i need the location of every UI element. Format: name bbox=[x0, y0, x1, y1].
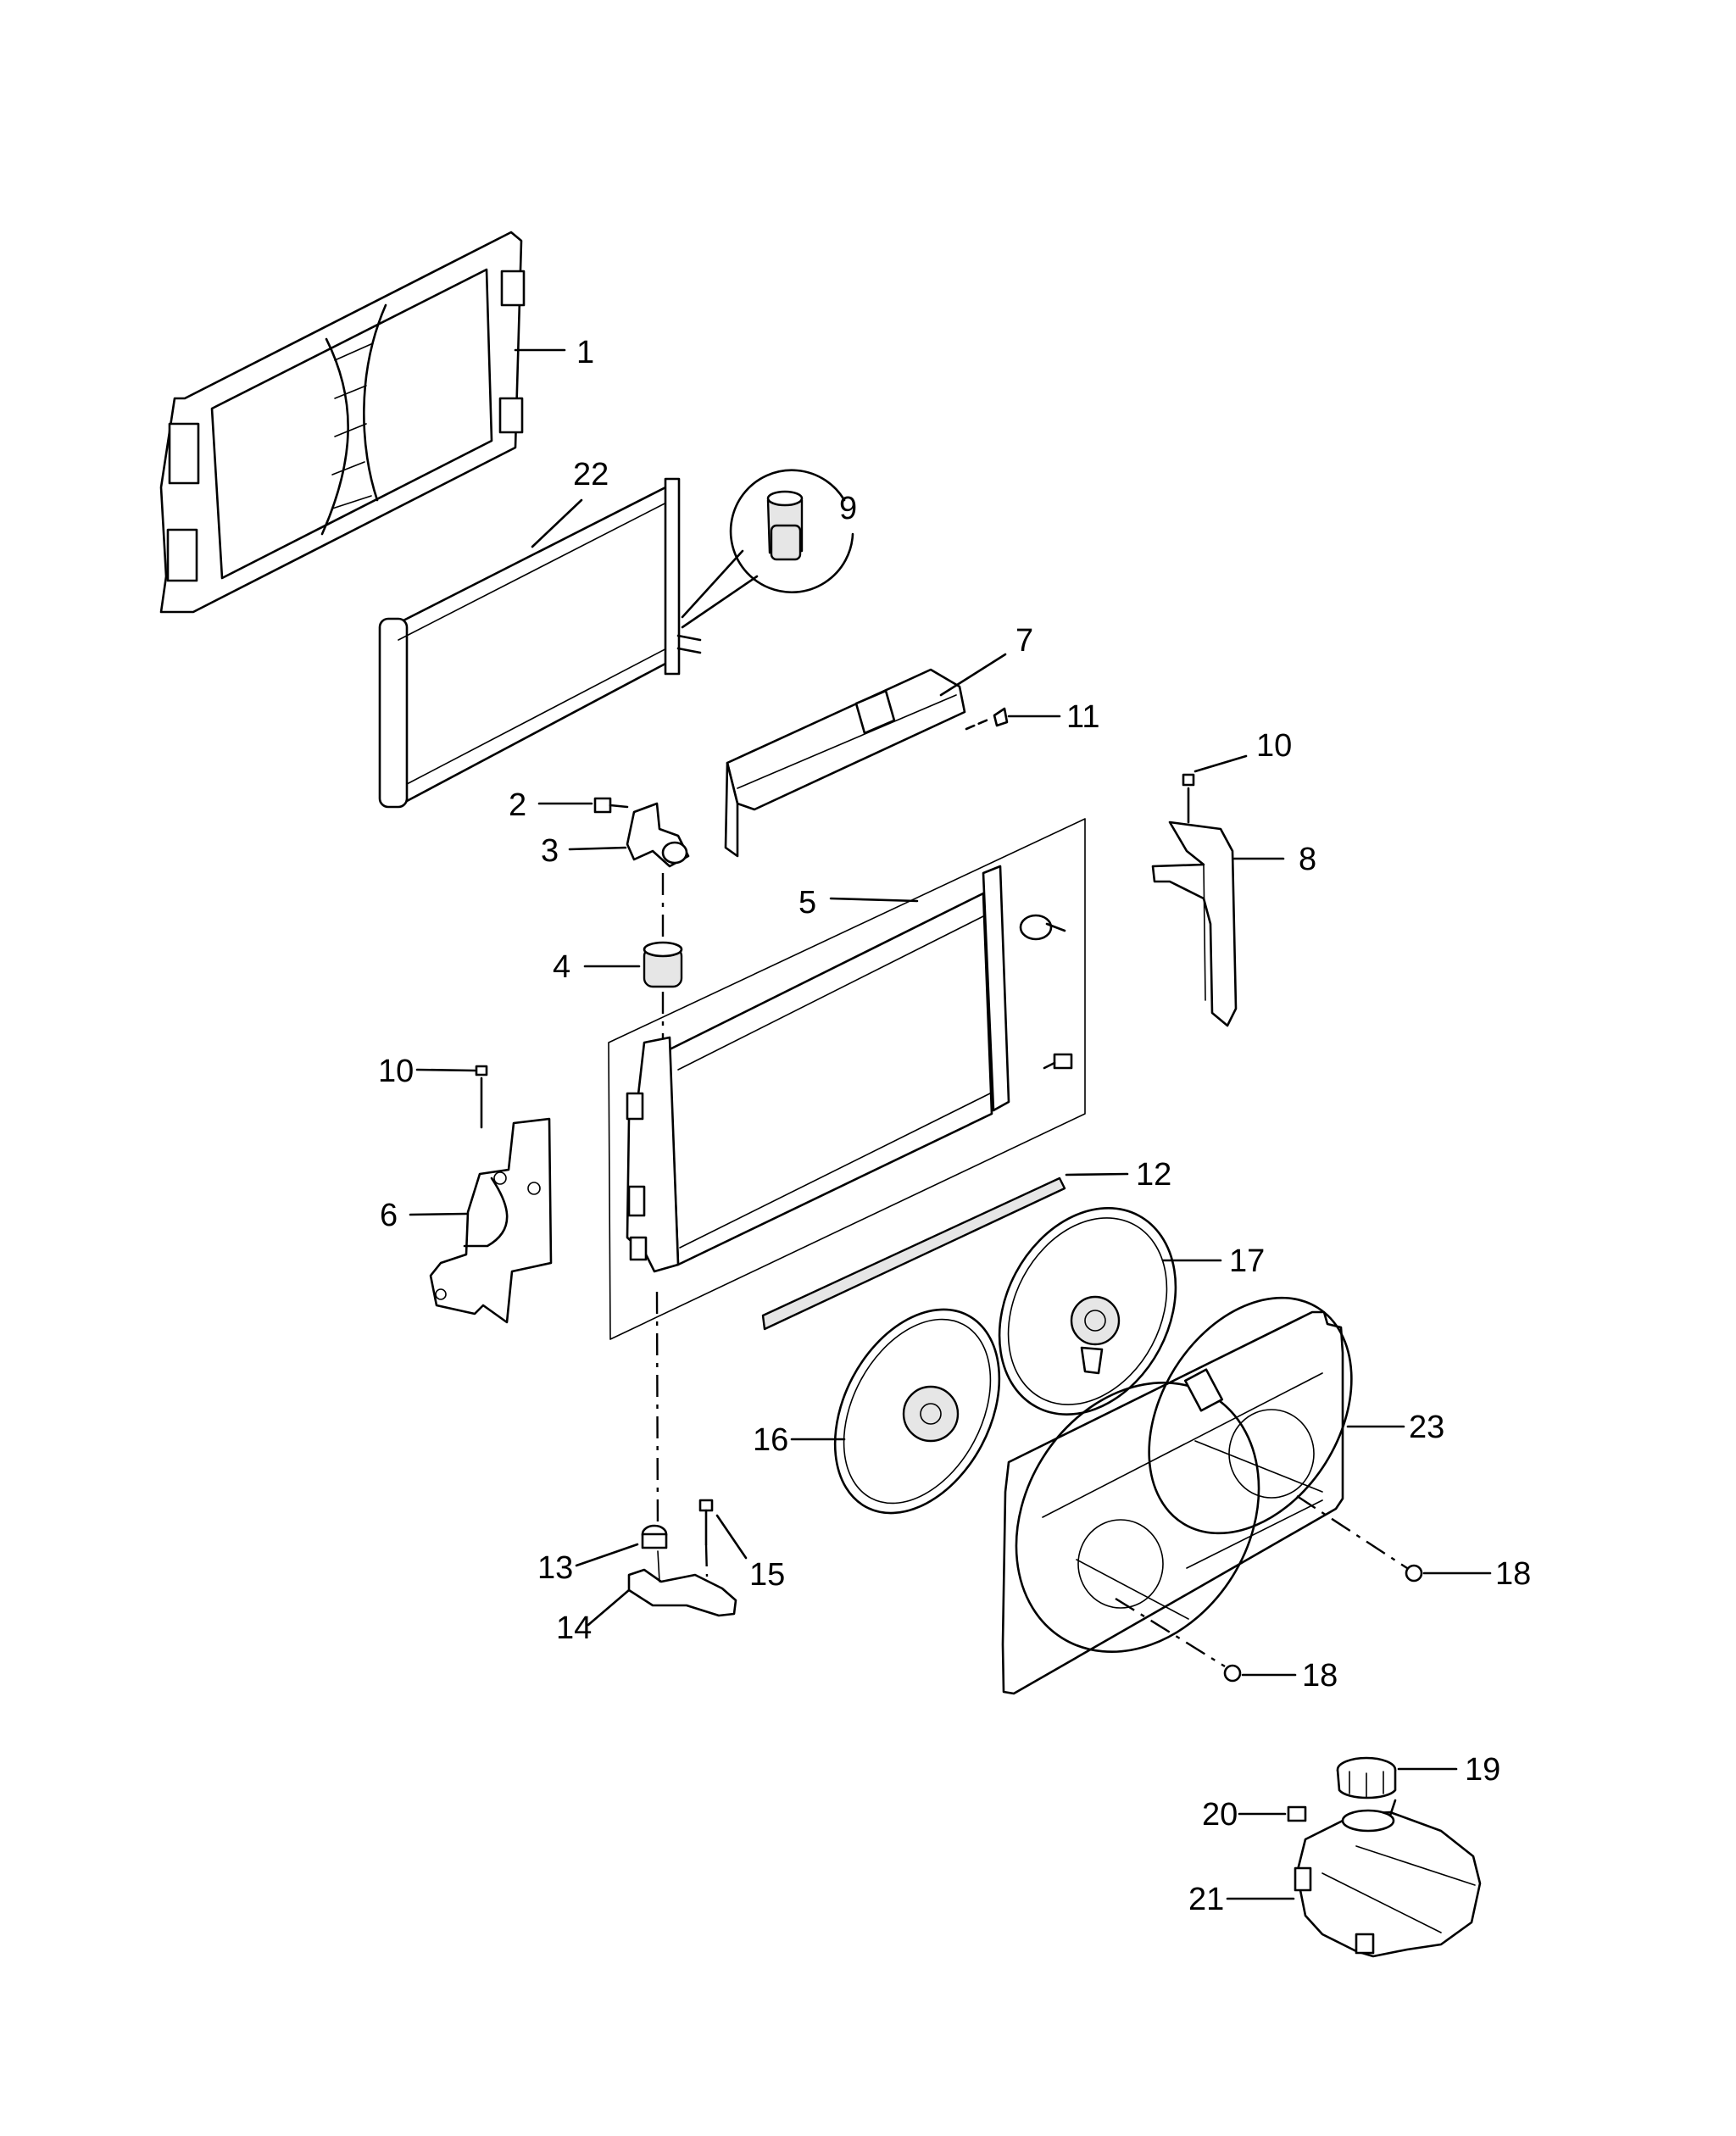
callout-20: 20 bbox=[1202, 1797, 1238, 1833]
part-18-plug-upper bbox=[1405, 1564, 1423, 1583]
leader-line bbox=[415, 1068, 476, 1072]
part-18-plug-lower bbox=[1223, 1664, 1242, 1683]
callout-1: 1 bbox=[576, 335, 594, 370]
part-16-fan-blade-left bbox=[833, 1308, 1001, 1515]
part-5-radiator bbox=[608, 818, 1086, 1340]
assembly-line bbox=[1115, 1597, 1226, 1668]
leader-line bbox=[939, 653, 1007, 697]
callout-23: 23 bbox=[1409, 1410, 1444, 1445]
callout-10-right: 10 bbox=[1256, 728, 1292, 764]
callout-4: 4 bbox=[553, 949, 570, 985]
callout-14: 14 bbox=[556, 1610, 592, 1646]
leader-line bbox=[829, 897, 919, 903]
callout-22: 22 bbox=[573, 457, 609, 492]
part-9-pressure-switch bbox=[681, 469, 854, 629]
part-22-ac-condenser bbox=[378, 477, 702, 809]
callout-3: 3 bbox=[541, 833, 559, 869]
leader-line bbox=[575, 1543, 639, 1567]
callout-5: 5 bbox=[798, 885, 816, 921]
callout-9: 9 bbox=[839, 491, 857, 526]
part-3-upper-radiator-bracket bbox=[626, 802, 690, 868]
part-14-lower-radiator-bracket bbox=[627, 1550, 737, 1617]
part-17-fan-blade-right bbox=[998, 1207, 1177, 1416]
callout-18-lower: 18 bbox=[1302, 1658, 1338, 1694]
callout-10-left: 10 bbox=[378, 1054, 414, 1089]
leader-line bbox=[1065, 1172, 1129, 1176]
callout-13: 13 bbox=[537, 1550, 573, 1586]
part-7-upper-air-baffle bbox=[724, 668, 966, 858]
part-19-coolant-reservoir-cap bbox=[1336, 1756, 1397, 1799]
assembly-line bbox=[655, 1291, 659, 1535]
part-2-bolt bbox=[593, 797, 629, 814]
leader-line bbox=[587, 1588, 631, 1627]
callout-11: 11 bbox=[1066, 699, 1099, 735]
leader-line bbox=[531, 498, 583, 548]
part-23-fan-shroud bbox=[1001, 1296, 1353, 1695]
callout-12: 12 bbox=[1136, 1157, 1171, 1193]
part-8-side-air-baffle-right bbox=[1151, 820, 1238, 1027]
part-21-coolant-reservoir bbox=[1294, 1799, 1482, 1958]
callout-8: 8 bbox=[1299, 842, 1316, 877]
leader-line bbox=[409, 1212, 468, 1216]
part-13-lower-insulator bbox=[641, 1524, 668, 1549]
part-6-side-air-baffle-left bbox=[429, 1117, 553, 1324]
part-1-radiator-support-frame bbox=[159, 231, 526, 614]
callout-19: 19 bbox=[1465, 1752, 1500, 1788]
part-12-lower-seal-strip bbox=[761, 1176, 1066, 1331]
assembly-line bbox=[1296, 1494, 1408, 1570]
callout-7: 7 bbox=[1015, 623, 1033, 659]
callout-2: 2 bbox=[509, 787, 526, 823]
part-10-push-pin-left bbox=[475, 1065, 488, 1129]
callout-18-upper: 18 bbox=[1495, 1556, 1531, 1592]
callout-16: 16 bbox=[753, 1422, 788, 1458]
part-4-radiator-insulator bbox=[643, 941, 683, 988]
part-15-lower-bolt bbox=[698, 1499, 714, 1577]
callout-21: 21 bbox=[1188, 1882, 1224, 1917]
leader-line bbox=[1194, 754, 1248, 773]
callout-17: 17 bbox=[1229, 1243, 1265, 1279]
callout-6: 6 bbox=[380, 1198, 398, 1233]
leader-line bbox=[715, 1514, 748, 1560]
part-20-hose-clip bbox=[1287, 1805, 1307, 1822]
part-11-clip bbox=[965, 707, 1009, 731]
part-10-push-pin-right bbox=[1182, 773, 1195, 824]
leader-line bbox=[568, 846, 627, 851]
callout-15: 15 bbox=[749, 1557, 785, 1593]
